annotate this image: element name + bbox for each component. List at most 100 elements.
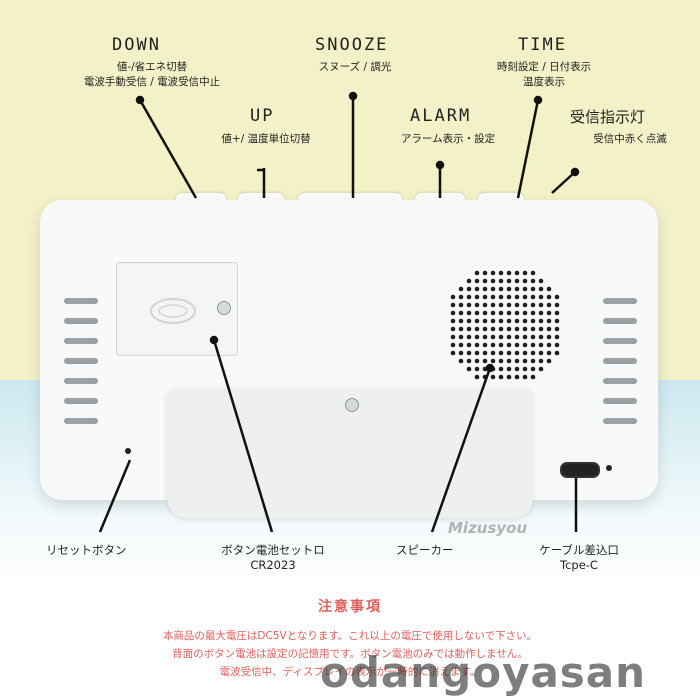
speaker-hole (522, 318, 528, 324)
speaker-hole (522, 278, 528, 284)
speaker-hole (522, 326, 528, 332)
battery-cover-emboss (150, 298, 196, 324)
speaker-hole (546, 350, 552, 356)
speaker-hole (490, 318, 496, 324)
speaker-hole (482, 334, 488, 340)
speaker-hole (474, 358, 480, 364)
speaker-hole (482, 326, 488, 332)
speaker-hole (546, 294, 552, 300)
speaker-hole (554, 342, 560, 348)
brand-watermark: Mizusyou (448, 519, 528, 537)
speaker-hole (498, 334, 504, 340)
speaker-hole (530, 374, 536, 380)
speaker-hole (530, 342, 536, 348)
speaker-hole (450, 294, 456, 300)
speaker-hole (530, 326, 536, 332)
speaker-hole (506, 366, 512, 372)
speaker-hole (530, 294, 536, 300)
up-desc: 値+/ 温度単位切替 (221, 133, 311, 145)
speaker-hole (450, 326, 456, 332)
speaker-hole (530, 318, 536, 324)
speaker-hole (522, 286, 528, 292)
speaker-hole (546, 342, 552, 348)
time-title: TIME (518, 35, 567, 55)
speaker-hole (530, 286, 536, 292)
notes-line-1: 本商品の最大電圧はDC5Vとなります。これ以上の電圧で使用しないで下さい。 (162, 630, 538, 642)
speaker-hole (506, 318, 512, 324)
speaker-hole (522, 302, 528, 308)
speaker-hole (482, 318, 488, 324)
speaker-hole (514, 350, 520, 356)
down-title: DOWN (112, 35, 161, 55)
speaker-hole (506, 334, 512, 340)
speaker-hole (514, 318, 520, 324)
speaker-hole (506, 358, 512, 364)
speaker-hole (530, 334, 536, 340)
speaker-hole (458, 350, 464, 356)
speaker-hole (466, 366, 472, 372)
battery-cover-screw-icon (217, 301, 231, 315)
speaker-hole (490, 286, 496, 292)
store-watermark: odangoyasan (320, 648, 647, 697)
speaker-hole (498, 366, 504, 372)
speaker-hole (466, 342, 472, 348)
reset-hole (125, 448, 131, 454)
alarm-desc: アラーム表示・設定 (400, 133, 496, 145)
speaker-hole (458, 326, 464, 332)
speaker-hole (466, 326, 472, 332)
speaker-hole (458, 318, 464, 324)
speaker-hole (490, 350, 496, 356)
snooze-title: SNOOZE (315, 35, 389, 55)
speaker-hole (514, 374, 520, 380)
speaker-hole (514, 342, 520, 348)
speaker-hole (490, 326, 496, 332)
reset-label: リセットボタン (46, 543, 127, 557)
speaker-hole (490, 270, 496, 276)
speaker-hole (498, 358, 504, 364)
speaker-hole (538, 350, 544, 356)
speaker-hole (490, 302, 496, 308)
speaker-hole (506, 302, 512, 308)
speaker-hole (482, 302, 488, 308)
speaker-hole (482, 286, 488, 292)
speaker-hole (450, 318, 456, 324)
speaker-hole (498, 326, 504, 332)
speaker-hole (466, 350, 472, 356)
speaker-hole (538, 310, 544, 316)
speaker-hole (482, 358, 488, 364)
speaker-hole (554, 318, 560, 324)
speaker-hole (554, 326, 560, 332)
speaker-hole (458, 302, 464, 308)
speaker-hole (490, 278, 496, 284)
speaker-hole (466, 278, 472, 284)
speaker-hole (490, 334, 496, 340)
speaker-hole (498, 286, 504, 292)
speaker-hole (498, 294, 504, 300)
notes-line-3: 電波受信中、ディスプレイの表示が一時的に消えます。 (219, 666, 481, 678)
speaker-hole (506, 374, 512, 380)
speaker-hole (506, 278, 512, 284)
speaker-hole (458, 310, 464, 316)
speaker-hole (458, 286, 464, 292)
speaker-hole (530, 366, 536, 372)
cable-label: ケーブル差込口 Tcpe-C (539, 543, 619, 572)
speaker-hole (506, 270, 512, 276)
speaker-hole (474, 310, 480, 316)
speaker-hole (538, 366, 544, 372)
speaker-hole (498, 318, 504, 324)
speaker-hole (530, 302, 536, 308)
speaker-hole (450, 342, 456, 348)
speaker-hole (474, 374, 480, 380)
speaker-hole (514, 286, 520, 292)
speaker-hole (466, 318, 472, 324)
speaker-hole (546, 334, 552, 340)
speaker-hole (450, 350, 456, 356)
battery-label: ボタン電池セットロ CR2023 (221, 543, 325, 572)
speaker-hole (466, 302, 472, 308)
speaker-hole (474, 342, 480, 348)
speaker-hole (530, 350, 536, 356)
alarm-title: ALARM (410, 106, 472, 126)
speaker-hole (514, 358, 520, 364)
speaker-hole (506, 326, 512, 332)
speaker-hole (506, 342, 512, 348)
